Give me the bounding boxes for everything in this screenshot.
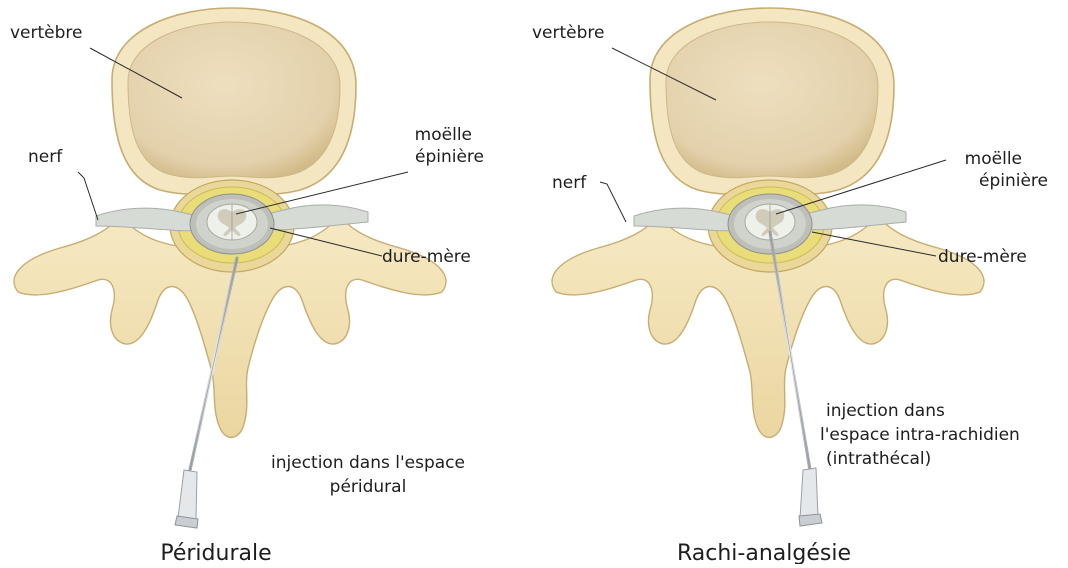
label-dura-spinal: dure-mère bbox=[938, 247, 1027, 267]
caption-epidural: Péridurale bbox=[160, 541, 271, 564]
vertebra-illustration-spinal bbox=[552, 8, 984, 437]
label-nerve-epidural: nerf bbox=[28, 147, 63, 167]
leader-nerve-epidural bbox=[78, 172, 98, 220]
vertebra-illustration-epidural bbox=[14, 8, 446, 437]
label-injection-line1-spinal: injection dans bbox=[826, 401, 945, 421]
label-cord-line1-spinal: moëlle bbox=[965, 149, 1022, 169]
label-cord-line2-spinal: épinière bbox=[979, 171, 1048, 191]
label-vertebra-epidural: vertèbre bbox=[10, 23, 83, 43]
label-cord-line2-epidural: épinière bbox=[415, 147, 484, 167]
label-dura-epidural: dure-mère bbox=[382, 247, 471, 267]
label-injection-line3-spinal: (intrathécal) bbox=[826, 449, 931, 469]
label-vertebra-spinal: vertèbre bbox=[532, 23, 605, 43]
panel-epidural: vertèbre nerf moëlle épinière dure-mère … bbox=[10, 8, 484, 564]
caption-spinal: Rachi-analgésie bbox=[677, 541, 851, 564]
label-injection-line1-epidural: injection dans l'espace bbox=[271, 453, 465, 473]
label-injection-line2-epidural: péridural bbox=[330, 477, 407, 497]
label-injection-line2-spinal: l'espace intra-rachidien bbox=[820, 425, 1020, 445]
leader-nerve-spinal bbox=[600, 182, 626, 222]
label-cord-line1-epidural: moëlle bbox=[415, 125, 472, 145]
panel-spinal: vertèbre nerf moëlle épinière dure-mère … bbox=[532, 8, 1048, 564]
label-nerve-spinal: nerf bbox=[552, 173, 587, 193]
